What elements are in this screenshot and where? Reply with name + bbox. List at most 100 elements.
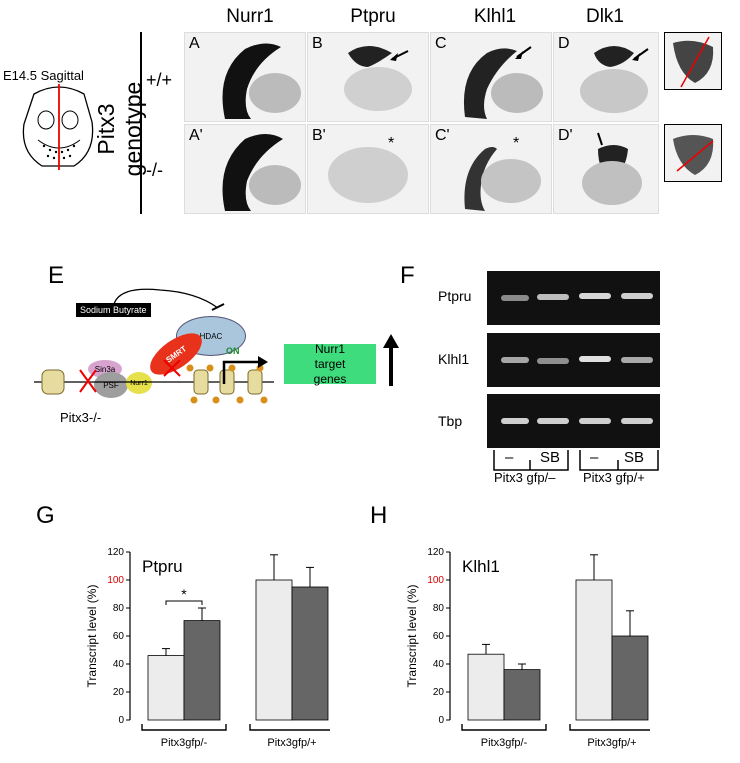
on-label: ON [226, 346, 240, 356]
image-dlk1-ko: D' [553, 124, 659, 214]
group-label: Pitx3gfp/- [161, 737, 208, 749]
gel-band [621, 357, 653, 363]
nurr1-complex: Nurr1 [126, 372, 152, 394]
gel-band [537, 418, 569, 424]
image-klhl1-ko: C' * [430, 124, 552, 214]
panel-label-d-prime: D' [558, 127, 573, 144]
panel-label-d: D [558, 35, 570, 52]
y-axis-label: Transcript level (%) [85, 585, 99, 688]
gel-band [621, 293, 653, 299]
image-klhl1-wt: C [430, 32, 552, 122]
genotype-label-e: Pitx3-/- [60, 410, 102, 425]
gel-band [579, 293, 611, 299]
y-tick-label: 100 [427, 575, 444, 586]
gel-band [537, 358, 569, 364]
target-genes-box: Nurr1 target genes [284, 342, 376, 386]
gel-band [579, 356, 611, 362]
gel-group-label: Pitx3 gfp/– [494, 470, 556, 485]
panel-label-a: A [189, 35, 200, 52]
dlk1-ko-inset [664, 124, 722, 182]
gel-ptpru [487, 271, 660, 325]
y-axis-label: Transcript level (%) [405, 585, 419, 688]
gel-label-tbp: Tbp [438, 413, 463, 429]
bar [255, 579, 293, 721]
panel-letter-h: H [370, 502, 388, 529]
column-head-nurr1: Nurr1 [226, 6, 274, 27]
panel-letter-g: G [36, 502, 55, 529]
embryo-sagittal-diagram [22, 84, 94, 170]
image-ptpru-ko: B' * [307, 124, 429, 214]
bar [575, 579, 613, 721]
group-label: Pitx3gfp/- [481, 737, 528, 749]
image-ptpru-wt: B [307, 32, 429, 122]
nurr1-label: Nurr1 [130, 379, 148, 387]
panel-label-b: B [312, 35, 323, 52]
asterisk-klhl1: * [513, 135, 520, 152]
transcription-arrow [222, 356, 268, 384]
genotype-title: Pitx3 genotype [93, 81, 146, 177]
chart-title: Klhl1 [462, 557, 500, 576]
image-nurr1-wt: A [184, 32, 306, 122]
column-head-dlk1: Dlk1 [585, 6, 624, 27]
row-label-ko: -/- [146, 160, 163, 180]
diagram-label: E14.5 Sagittal [3, 68, 84, 83]
panel-label-c: C [435, 35, 447, 52]
image-dlk1-wt: D [553, 32, 659, 122]
group-bracket [141, 724, 227, 731]
row-label-wt: +/+ [146, 70, 173, 90]
gel-group-label: Pitx3 gfp/+ [583, 470, 645, 485]
inhibition-arrow [113, 288, 225, 311]
psf-label: PSF [103, 380, 119, 390]
lane-label: – [505, 449, 514, 466]
upregulation-arrow [383, 334, 399, 386]
y-tick-label: 120 [107, 547, 124, 558]
significance-bracket [165, 600, 203, 605]
panel-label-c-prime: C' [435, 127, 450, 144]
y-tick-label: 40 [113, 659, 125, 670]
panel-label-b-prime: B' [312, 127, 326, 144]
dlk1-wt-inset [664, 32, 722, 90]
y-tick-label: 60 [113, 631, 125, 642]
y-tick-label: 120 [427, 547, 444, 558]
gel-group-brackets [493, 450, 659, 471]
bar [291, 586, 329, 721]
sodium-butyrate-label: Sodium Butyrate [76, 303, 151, 317]
gel-label-klhl1: Klhl1 [438, 351, 470, 367]
lane-label: – [590, 449, 599, 466]
y-tick-label: 20 [433, 687, 445, 698]
y-tick-label: 0 [118, 715, 124, 726]
bar [183, 620, 221, 721]
gel-band [501, 418, 529, 424]
asterisk-ptpru: * [388, 135, 395, 152]
group-bracket [569, 724, 650, 731]
group-label: Pitx3gfp/+ [587, 737, 636, 749]
y-tick-label: 100 [107, 575, 124, 586]
y-tick-label: 40 [433, 659, 445, 670]
y-tick-label: 60 [433, 631, 445, 642]
panel-letter-e: E [48, 262, 65, 289]
panel-label-a-prime: A' [189, 127, 203, 144]
hdac-label: HDAC [199, 331, 223, 341]
psf-complex: PSF [94, 372, 128, 398]
column-head-ptpru: Ptpru [350, 6, 396, 27]
gel-band [501, 357, 529, 363]
gel-band [537, 294, 569, 300]
bar [147, 655, 185, 721]
chart-title: Ptpru [142, 557, 183, 576]
panel-letter-f: F [400, 262, 415, 289]
y-tick-label: 0 [438, 715, 444, 726]
genotype-divider [140, 32, 142, 214]
y-tick-label: 80 [113, 603, 125, 614]
group-bracket [461, 724, 547, 731]
gel-band [621, 418, 653, 424]
group-label: Pitx3gfp/+ [267, 737, 316, 749]
column-head-klhl1: Klhl1 [473, 6, 517, 27]
bar [467, 653, 505, 721]
bar [611, 635, 649, 721]
gel-label-ptpru: Ptpru [438, 288, 472, 304]
gel-band [501, 295, 529, 301]
significance-star: * [181, 586, 187, 602]
gel-klhl1 [487, 333, 660, 387]
